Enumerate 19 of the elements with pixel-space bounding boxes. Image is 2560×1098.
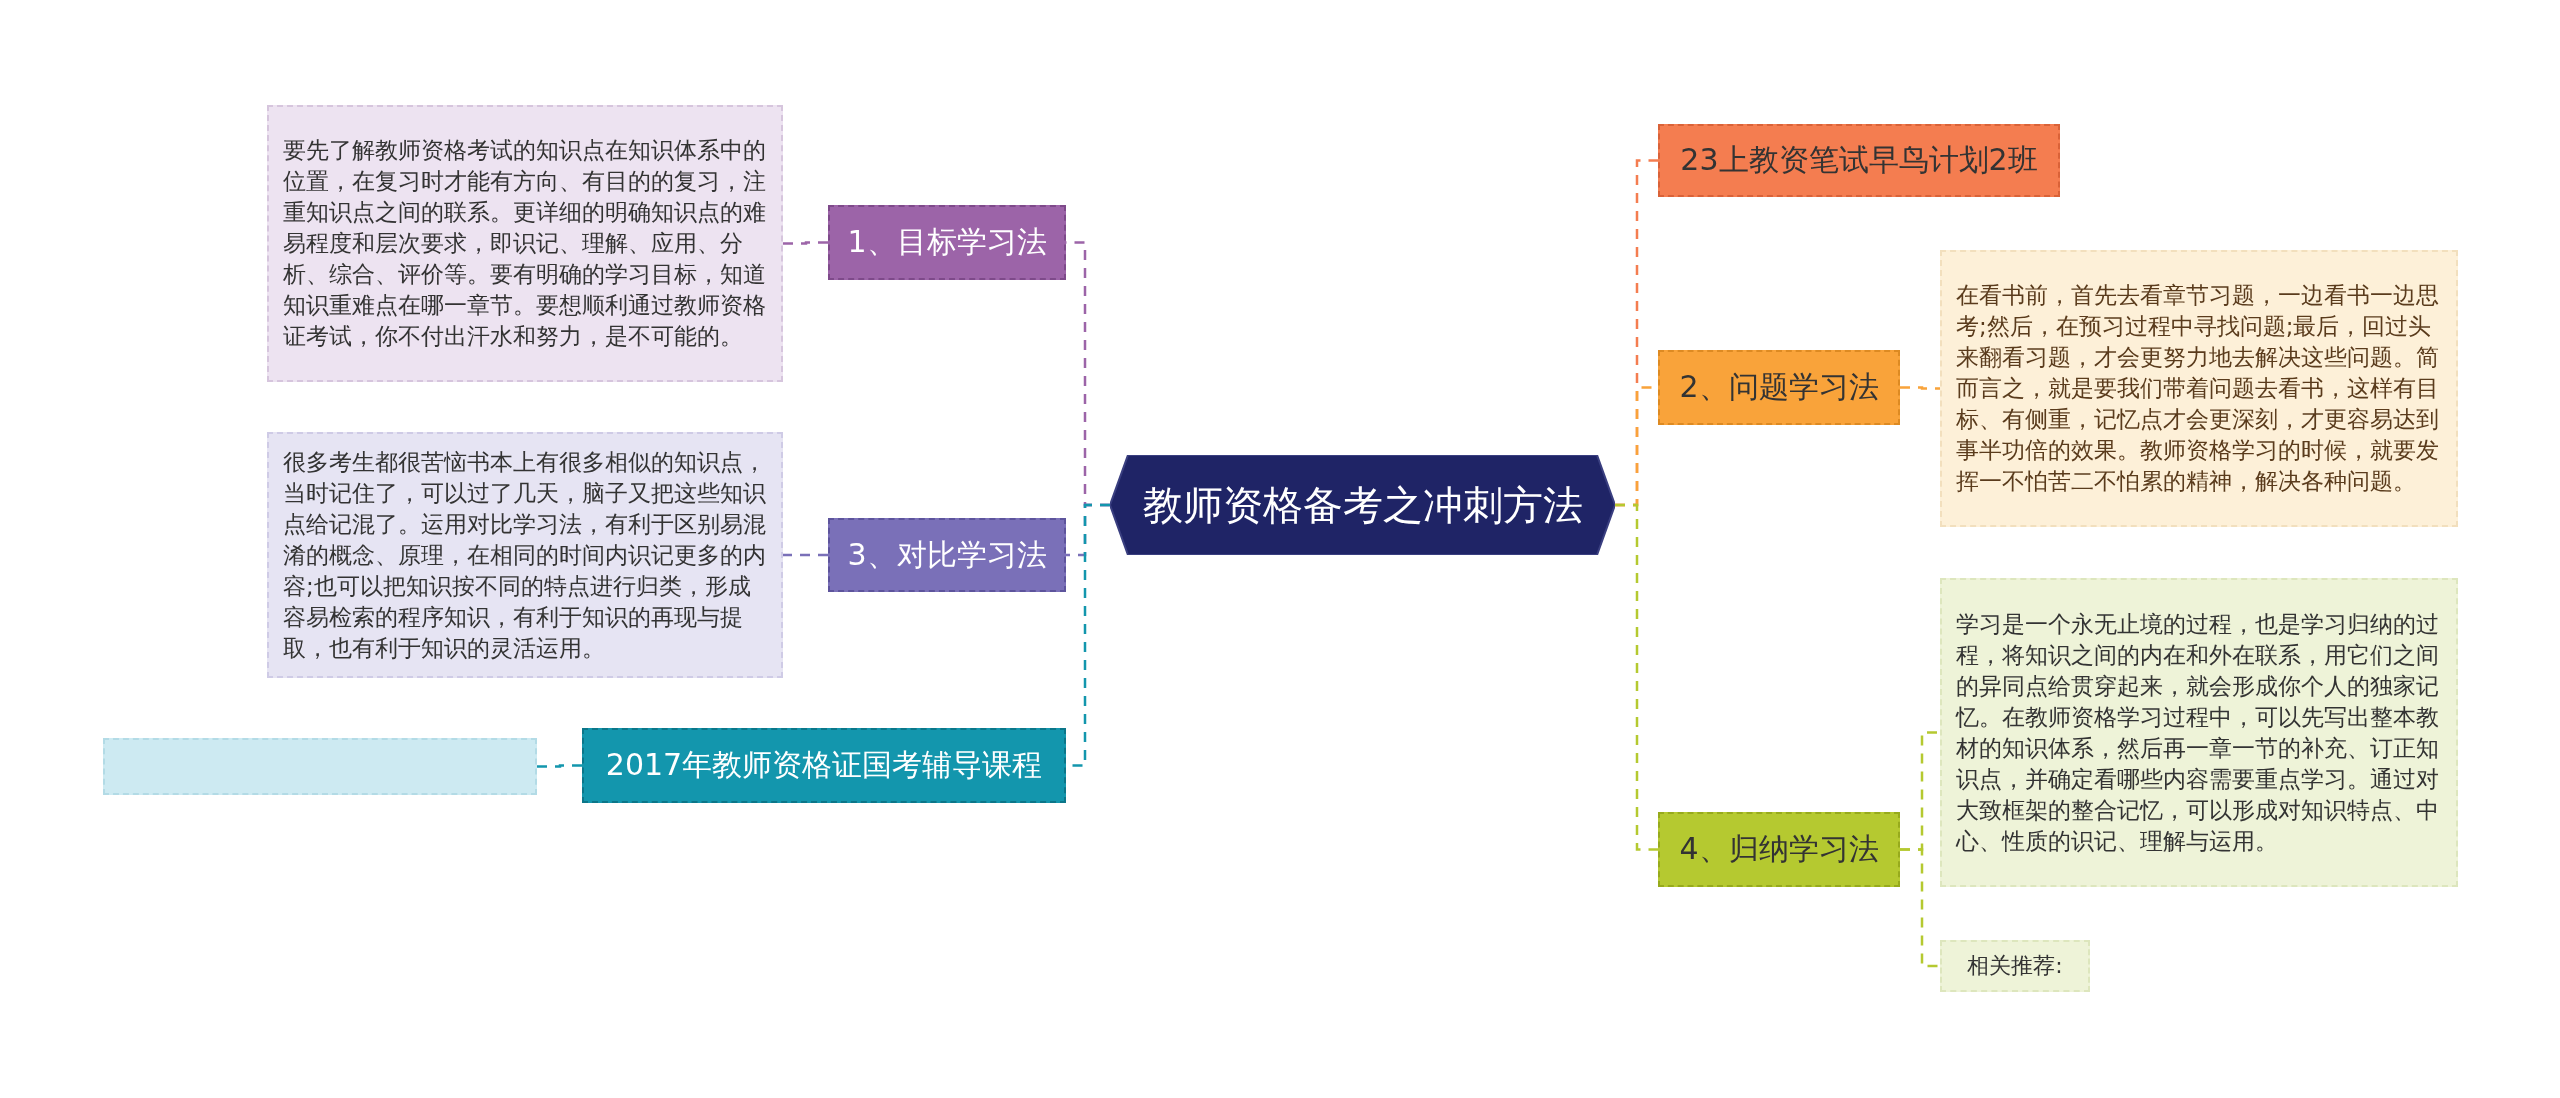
- central-topic-hexagon: 教师资格备考之冲刺方法: [1110, 455, 1615, 555]
- note-box: 相关推荐:: [1940, 940, 2090, 992]
- topic-box: 1、目标学习法: [828, 205, 1066, 280]
- note-box: 在看书前，首先去看章节习题，一边看书一边思考;然后，在预习过程中寻找问题;最后，回过头来翻看习题，才会更努力地去解决这些问题。简而言之，就是要我们带着问题去看书，这样有目标、有侧重，记忆点才会更深刻，才更容易达到事半功倍的效果。教师资格学习的时候，就要发挥一不怕苦二不怕累的精神，解决各种问题。: [1940, 250, 2458, 527]
- topic-box: 2017年教师资格证国考辅导课程: [582, 728, 1066, 803]
- topic-box: 23上教资笔试早鸟计划2班: [1658, 124, 2060, 197]
- note-box: 要先了解教师资格考试的知识点在知识体系中的位置，在复习时才能有方向、有目的的复习，注重知识点之间的联系。更详细的明确知识点的难易程度和层次要求，即识记、理解、应用、分析、综合、评价等。要有明确的学习目标，知道知识重难点在哪一章节。要想顺利通过教师资格证考试，你不付出汗水和努力，是不可能的。: [267, 105, 783, 382]
- topic-box: 4、归纳学习法: [1658, 812, 1900, 887]
- topic-box: 2、问题学习法: [1658, 350, 1900, 425]
- connector-line: [783, 553, 828, 557]
- connector-line: [783, 241, 828, 245]
- note-box: 学习是一个永无止境的过程，也是学习归纳的过程，将知识之间的内在和外在联系，用它们之间的异同点给贯穿起来，就会形成你个人的独家记忆。在教师资格学习过程中，可以先写出整本教材的知识体系，然后再一章一节的补充、订正知识点，并确定看哪些内容需要重点学习。通过对大致框架的整合记忆，可以形成对知识特点、中心、性质的识记、理解与运用。: [1940, 578, 2458, 887]
- connector-line: [1900, 848, 1940, 968]
- note-box: 很多考生都很苦恼书本上有很多相似的知识点，当时记住了，可以过了几天，脑子又把这些知识点给记混了。运用对比学习法，有利于区别易混淆的概念、原理，在相同的时间内识记更多的内容;也可以把知识按不同的特点进行归类，形成容易检索的程序知识，有利于知识的再现与提取，也有利于知识的灵活运用。: [267, 432, 783, 678]
- connector-line: [1900, 386, 1940, 390]
- link-box: [103, 738, 537, 795]
- topic-box: 3、对比学习法: [828, 518, 1066, 592]
- connector-line: [537, 764, 582, 768]
- connector-line: [1615, 503, 1658, 851]
